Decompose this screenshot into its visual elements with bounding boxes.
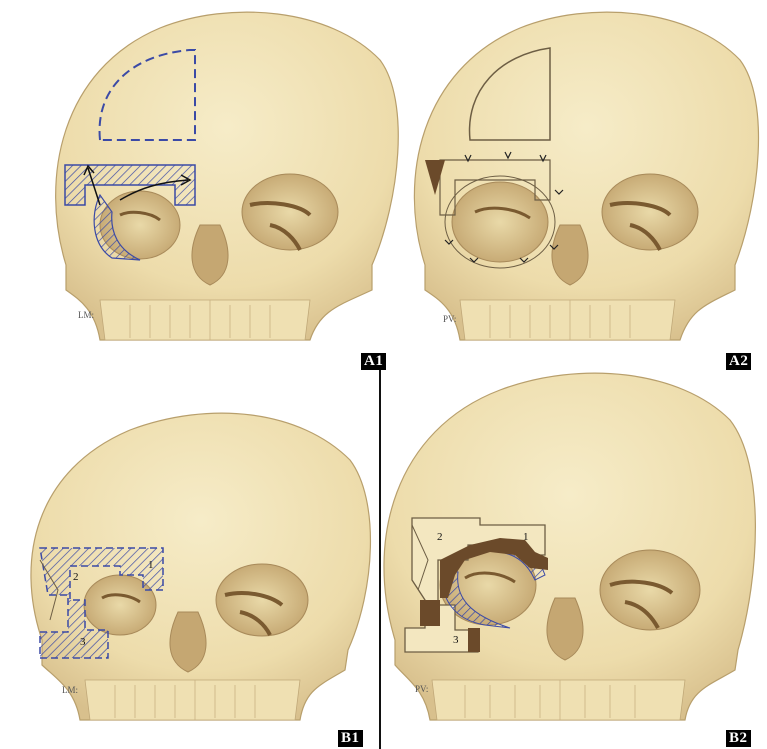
region-3-b2: 3 — [453, 634, 459, 646]
svg-text:LM:: LM: — [62, 685, 78, 695]
panel-b1: 1 2 3 LM: — [31, 413, 370, 720]
right-orbit-a2 — [452, 182, 548, 262]
svg-text:LM:: LM: — [78, 310, 94, 320]
panel-b2: 1 2 3 PV: — [384, 373, 755, 720]
region-2-b2: 2 — [437, 531, 443, 543]
region-3-b1: 3 — [80, 636, 86, 648]
svg-text:PV:: PV: — [443, 314, 456, 324]
jaw-a1 — [100, 300, 310, 340]
panel-label-a1: A1 — [361, 353, 386, 370]
region-2-b1: 2 — [73, 571, 79, 583]
svg-text:PV:: PV: — [415, 684, 428, 694]
jaw-a2 — [460, 300, 675, 340]
jaw-b2 — [432, 680, 685, 720]
panel-label-b1: B1 — [338, 730, 363, 747]
skull-a2 — [414, 12, 758, 340]
panel-label-b2: B2 — [726, 730, 751, 747]
bone-graft-block-b2 — [420, 600, 440, 626]
region-1-b2: 1 — [523, 531, 529, 543]
panel-a2: PV: — [414, 12, 758, 340]
jaw-b1 — [85, 680, 300, 720]
panel-label-a2: A2 — [726, 353, 751, 370]
panel-a1: LM: — [56, 12, 399, 340]
region-1-b1: 1 — [148, 559, 154, 571]
